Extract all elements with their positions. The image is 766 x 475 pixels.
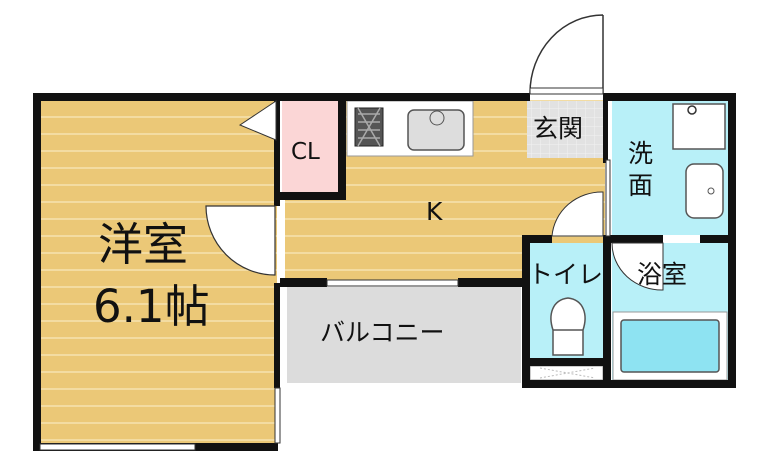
balcony-window [326,279,459,287]
western-room-label: 洋室 [98,218,189,271]
bathtub-icon [620,319,720,373]
kitchen-label: K [426,197,443,226]
wash-basin-icon [685,163,724,219]
entrance-door[interactable] [529,14,604,94]
balcony-label: バルコニー [320,318,445,347]
entrance-label: 玄関 [533,114,584,143]
washroom-label-2: 面 [628,171,654,200]
western-room-size: 6.1帖 [93,280,210,333]
washing-machine-icon [672,103,726,150]
bathroom-label: 浴室 [637,260,688,289]
sink-icon [407,109,465,151]
closet-label: CL [291,139,320,165]
balcony-floor [287,287,521,383]
closet-door[interactable] [238,100,277,141]
washroom-label-1: 洗 [628,139,654,168]
bathroom-door[interactable] [611,242,664,291]
entrance-floor [527,101,603,158]
toilet-door[interactable] [551,191,604,237]
room-window [39,443,196,451]
toilet-label: トイレ [528,260,604,289]
toilet-icon [550,297,586,356]
room-door[interactable] [205,205,276,276]
closet-floor [282,100,340,192]
western-room-floor [40,100,277,444]
